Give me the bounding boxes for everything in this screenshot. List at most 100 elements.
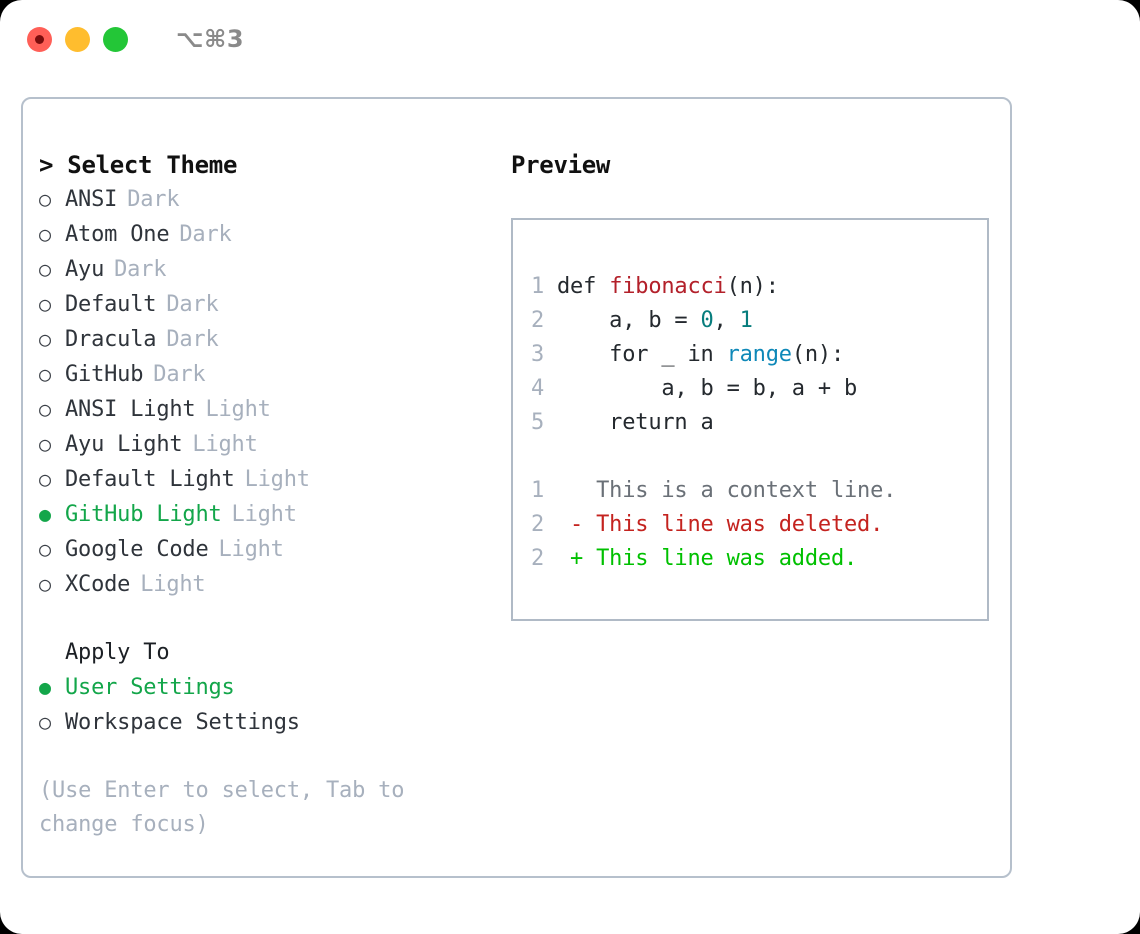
theme-option-label: Ayu <box>65 257 105 282</box>
minimize-button[interactable] <box>65 26 90 52</box>
theme-option-ansi[interactable]: ○ ANSI Dark <box>39 182 503 217</box>
radio-unselected-icon: ○ <box>39 187 51 211</box>
traffic-lights <box>27 26 128 52</box>
code-token: return a <box>557 410 714 435</box>
theme-picker-heading: > Select Theme <box>39 151 238 179</box>
theme-variant-badge: Dark <box>179 222 232 247</box>
diff-line-del: 2 - This line was deleted. <box>531 508 987 542</box>
spacer <box>39 602 503 636</box>
theme-option-github[interactable]: ○ GitHub Dark <box>39 357 503 392</box>
theme-option-atom-one[interactable]: ○ Atom One Dark <box>39 217 503 252</box>
code-line: 2 a, b = 0, 1 <box>531 304 987 338</box>
keyboard-shortcut-label: ⌥⌘3 <box>176 25 245 53</box>
theme-option-label: XCode <box>65 572 131 597</box>
diff-line-text: This is a context line. <box>557 478 897 503</box>
radio-unselected-icon: ○ <box>39 710 51 734</box>
title-bar: ⌥⌘3 <box>0 0 1140 78</box>
radio-unselected-icon: ○ <box>39 537 51 561</box>
radio-unselected-icon: ○ <box>39 222 51 246</box>
theme-variant-badge: Light <box>192 432 258 457</box>
code-token: (n): <box>791 342 845 367</box>
theme-variant-badge: Light <box>231 502 297 527</box>
theme-variant-badge: Dark <box>153 362 206 387</box>
keyboard-hint: (Use Enter to select, Tab to change focu… <box>39 778 405 837</box>
code-token: def <box>557 274 610 299</box>
apply-to-option-user-settings[interactable]: ● User Settings <box>39 670 503 705</box>
apply-to-option-workspace-settings[interactable]: ○ Workspace Settings <box>39 705 503 740</box>
theme-option-xcode[interactable]: ○ XCode Light <box>39 567 503 602</box>
radio-unselected-icon: ○ <box>39 572 51 596</box>
theme-option-label: GitHub Light <box>65 502 222 527</box>
code-token: 0 <box>700 308 714 333</box>
diff-line-text: - This line was deleted. <box>557 512 884 537</box>
code-line: 5 return a <box>531 406 987 440</box>
line-number: 2 <box>531 546 545 571</box>
spacer <box>531 440 987 474</box>
close-icon <box>35 34 44 44</box>
line-number: 1 <box>531 478 545 503</box>
theme-option-label: Atom One <box>65 222 170 247</box>
line-number: 5 <box>531 410 545 435</box>
code-token: a, b = <box>557 308 701 333</box>
theme-option-dracula[interactable]: ○ Dracula Dark <box>39 322 503 357</box>
line-number: 1 <box>531 274 545 299</box>
line-number: 2 <box>531 308 545 333</box>
line-number: 2 <box>531 512 545 537</box>
close-button[interactable] <box>27 26 52 52</box>
code-line: 4 a, b = b, a + b <box>531 372 987 406</box>
apply-to-option-label: Workspace Settings <box>65 710 300 735</box>
theme-option-label: Default <box>65 292 157 317</box>
preview-title: Preview <box>511 151 611 179</box>
radio-selected-icon: ● <box>39 675 51 699</box>
theme-variant-badge: Dark <box>114 257 167 282</box>
radio-unselected-icon: ○ <box>39 432 51 456</box>
apply-to-option-label: User Settings <box>65 675 235 700</box>
theme-option-label: Default Light <box>65 467 235 492</box>
theme-variant-badge: Light <box>218 537 284 562</box>
code-token: , <box>713 308 740 333</box>
theme-option-label: ANSI <box>65 187 118 212</box>
radio-unselected-icon: ○ <box>39 362 51 386</box>
radio-unselected-icon: ○ <box>39 397 51 421</box>
diff-line-text: + This line was added. <box>557 546 858 571</box>
code-token: (n): <box>726 274 779 299</box>
zoom-button[interactable] <box>103 26 128 52</box>
code-token: range <box>726 342 792 367</box>
theme-variant-badge: Dark <box>127 187 180 212</box>
theme-option-github-light[interactable]: ● GitHub Light Light <box>39 497 503 532</box>
radio-unselected-icon: ○ <box>39 292 51 316</box>
theme-variant-badge: Light <box>140 572 206 597</box>
line-number: 3 <box>531 342 545 367</box>
theme-variant-badge: Light <box>205 397 271 422</box>
radio-unselected-icon: ○ <box>39 327 51 351</box>
theme-option-label: GitHub <box>65 362 144 387</box>
theme-option-default[interactable]: ○ Default Dark <box>39 287 503 322</box>
theme-option-label: Dracula <box>65 327 157 352</box>
radio-unselected-icon: ○ <box>39 467 51 491</box>
diff-sample: 1 This is a context line. 2 - This line w… <box>531 474 987 576</box>
radio-unselected-icon: ○ <box>39 257 51 281</box>
theme-option-ayu[interactable]: ○ Ayu Dark <box>39 252 503 287</box>
line-number: 4 <box>531 376 545 401</box>
code-line: 3 for _ in range(n): <box>531 338 987 372</box>
diff-line-add: 2 + This line was added. <box>531 542 987 576</box>
code-token: 1 <box>739 308 753 333</box>
apply-to-heading: Apply To <box>65 640 170 665</box>
theme-variant-badge: Dark <box>166 327 219 352</box>
code-token: for _ in <box>557 342 727 367</box>
theme-option-ayu-light[interactable]: ○ Ayu Light Light <box>39 427 503 462</box>
theme-variant-badge: Dark <box>166 292 219 317</box>
radio-selected-icon: ● <box>39 502 51 526</box>
theme-option-label: Ayu Light <box>65 432 183 457</box>
